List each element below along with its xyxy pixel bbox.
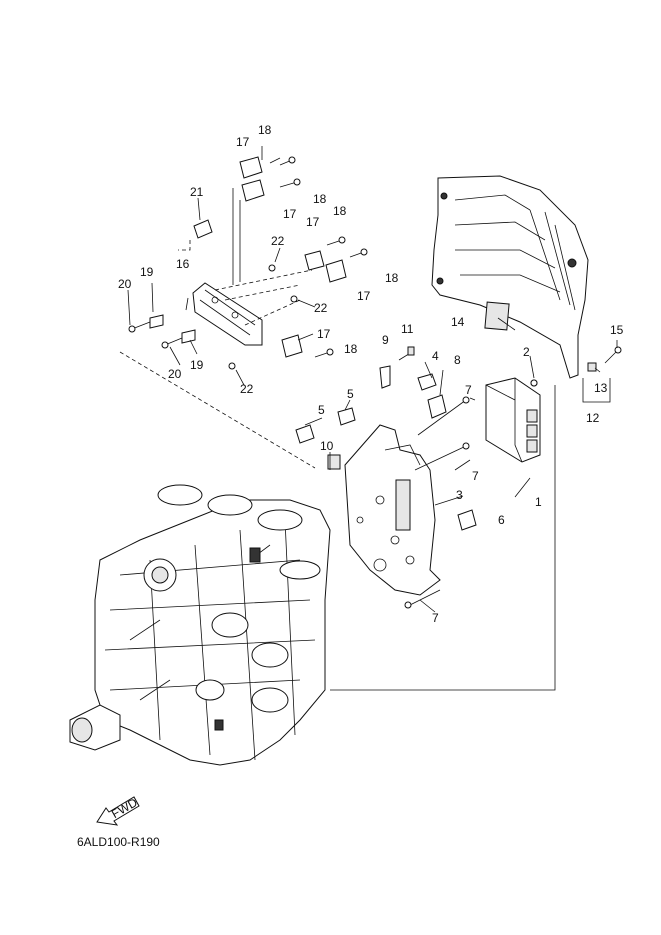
fasteners xyxy=(295,346,622,609)
engine-block xyxy=(69,484,331,766)
callout-22b: 22 xyxy=(314,301,328,315)
callout-20a: 20 xyxy=(118,277,132,291)
callout-9: 9 xyxy=(382,333,389,347)
ecu-unit xyxy=(485,377,541,463)
callout-15: 15 xyxy=(610,323,624,337)
callout-6: 6 xyxy=(498,513,505,527)
callout-17c: 17 xyxy=(306,215,320,229)
relays xyxy=(128,156,368,370)
callout-17b: 17 xyxy=(283,207,297,221)
callout-1: 1 xyxy=(535,495,542,509)
callout-5a: 5 xyxy=(318,403,325,417)
callout-10: 10 xyxy=(320,439,334,453)
callout-19a: 19 xyxy=(140,265,154,279)
fwd-arrow-icon: FWD xyxy=(96,795,140,826)
callout-18d: 18 xyxy=(385,271,399,285)
leader-lines xyxy=(119,146,618,691)
callout-18b: 18 xyxy=(313,192,327,206)
callout-17d: 17 xyxy=(357,289,371,303)
callout-4: 4 xyxy=(432,349,439,363)
callout-22c: 22 xyxy=(240,382,254,396)
callout-7a: 7 xyxy=(465,383,472,397)
callout-3: 3 xyxy=(456,488,463,502)
callout-19b: 19 xyxy=(190,358,204,372)
callout-17a: 17 xyxy=(236,135,250,149)
callout-11: 11 xyxy=(401,322,414,336)
callout-18a: 18 xyxy=(258,123,272,137)
electrical-cover xyxy=(431,175,589,379)
callout-22a: 22 xyxy=(271,234,285,248)
mounting-bracket xyxy=(344,424,441,596)
diagram-code: 6ALD100-R190 xyxy=(77,835,160,849)
callout-7b: 7 xyxy=(472,469,479,483)
callout-labels: 1 2 3 4 5 5 6 7 7 7 8 9 10 11 12 13 14 1… xyxy=(118,123,624,625)
callout-13: 13 xyxy=(594,381,608,395)
callout-18e: 18 xyxy=(344,342,358,356)
callout-21: 21 xyxy=(190,185,204,199)
callout-16: 16 xyxy=(176,257,190,271)
callout-7c: 7 xyxy=(432,611,439,625)
callout-17e: 17 xyxy=(317,327,331,341)
callout-20b: 20 xyxy=(168,367,182,381)
callout-18c: 18 xyxy=(333,204,347,218)
callout-5b: 5 xyxy=(347,387,354,401)
callout-12: 12 xyxy=(586,411,600,425)
relay-bracket xyxy=(192,282,263,346)
callout-8: 8 xyxy=(454,353,461,367)
callout-14: 14 xyxy=(451,315,465,329)
callout-2: 2 xyxy=(523,345,530,359)
